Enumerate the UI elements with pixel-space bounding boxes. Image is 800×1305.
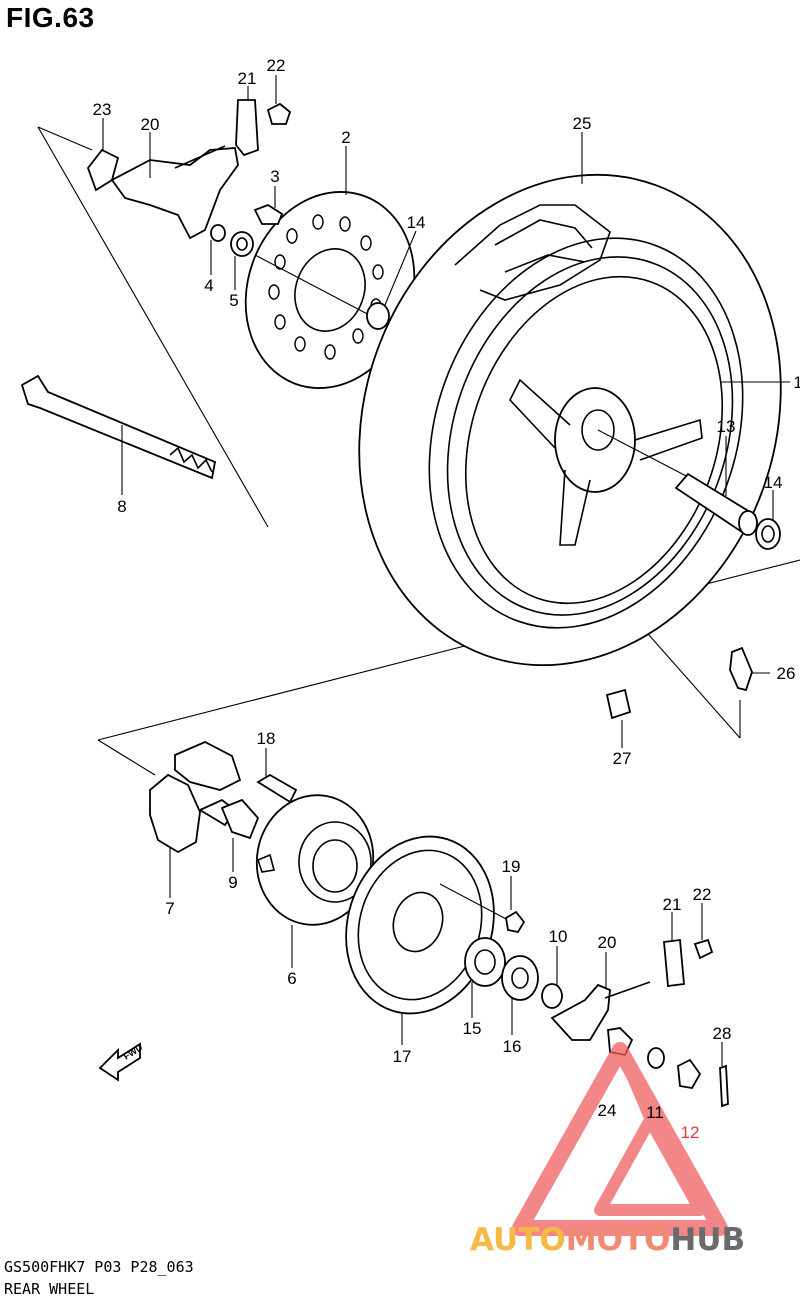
callout-6: 6 [287,969,296,988]
callout-17: 17 [393,1047,412,1066]
cushion-rubbers [149,741,242,854]
callout-21-top: 21 [238,69,257,88]
valve-and-weight [605,646,770,738]
sprocket-drum [255,794,375,926]
callout-1: 1 [793,373,800,392]
callout-20-top: 20 [141,115,160,134]
chain-adjuster [550,938,729,1108]
rear-wheel [358,173,790,667]
callout-20-bottom: 20 [598,933,617,952]
axle [20,374,217,480]
callout-19: 19 [502,857,521,876]
callout-28: 28 [713,1024,732,1043]
caliper-bracket [86,99,390,330]
leader-lines [102,75,774,1066]
callout-18: 18 [257,729,276,748]
callout-14-top: 14 [407,213,426,232]
model-code: GS500FHK7 P03 P28_063 [4,1258,194,1276]
callout-27: 27 [613,749,632,768]
callout-numbers: 23 20 21 22 2 3 14 25 4 5 1 8 13 14 26 2… [93,56,800,1142]
callout-22-top: 22 [267,56,286,75]
callout-11: 11 [646,1103,664,1122]
callout-5: 5 [229,291,238,310]
watermark-moto: MOTO [565,1222,671,1258]
bearing-set [464,910,563,1009]
callout-26: 26 [777,664,796,683]
callout-2: 2 [341,128,350,147]
figure-title: FIG.63 [6,2,95,33]
callout-4: 4 [204,276,213,295]
callout-9: 9 [228,873,237,892]
callout-22-bottom: 22 [693,885,712,904]
callout-25: 25 [573,114,592,133]
callout-8: 8 [117,497,126,516]
callout-24: 24 [598,1101,617,1120]
callout-13: 13 [717,417,736,436]
callout-14-bottom: 14 [764,473,783,492]
callout-15: 15 [463,1019,482,1038]
watermark-hub: HUB [670,1222,746,1258]
callout-3: 3 [270,167,279,186]
watermark-auto: AUTO [470,1222,566,1258]
spacer-and-bearing [674,472,781,550]
callout-23: 23 [93,100,112,119]
callout-7: 7 [165,899,174,918]
forward-direction-arrow: FWD [98,1042,145,1082]
callout-21-bottom: 21 [663,895,682,914]
callout-12: 12 [681,1123,700,1142]
watermark-logo [512,1042,728,1236]
watermark-brand-text: AUTOMOTOHUB [470,1222,745,1258]
callout-16: 16 [503,1037,522,1056]
callout-10: 10 [549,927,568,946]
section-name: REAR WHEEL [4,1280,95,1298]
